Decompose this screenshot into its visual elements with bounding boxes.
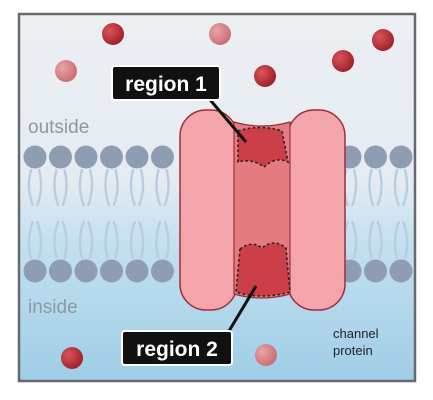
lipid-tail bbox=[402, 220, 409, 260]
lipid-tail bbox=[61, 220, 68, 260]
lipid-tail bbox=[27, 220, 34, 260]
lipid-head bbox=[389, 145, 413, 169]
lipid-tail bbox=[376, 220, 383, 260]
lipid-tail bbox=[138, 220, 145, 260]
lipid-tail bbox=[163, 220, 170, 260]
lipid-tail bbox=[155, 168, 162, 207]
region-2-pointer bbox=[224, 285, 258, 337]
lipid-tail bbox=[87, 168, 94, 207]
ion-dark bbox=[372, 29, 394, 51]
ion-dark bbox=[61, 347, 83, 369]
lipid-head bbox=[100, 259, 123, 283]
ion-dark bbox=[102, 23, 124, 45]
protein-left-subunit bbox=[179, 109, 238, 311]
lipid-tail bbox=[104, 168, 111, 207]
lipid-head bbox=[100, 145, 123, 169]
region-1-label: region 1 bbox=[111, 65, 221, 101]
lipid-head bbox=[23, 259, 47, 283]
lipid-head bbox=[125, 145, 149, 169]
lipid-tail bbox=[87, 220, 94, 260]
lipid-tail bbox=[36, 220, 43, 260]
inside-label: inside bbox=[28, 297, 78, 318]
lipid-tail bbox=[376, 168, 383, 207]
lipid-tail bbox=[27, 168, 34, 207]
lipid-head bbox=[151, 259, 174, 283]
region-2-text: region 2 bbox=[136, 338, 218, 361]
lipid-head bbox=[23, 145, 47, 169]
lipid-tail bbox=[402, 168, 409, 207]
lipid-head bbox=[49, 259, 72, 283]
lipid-tail bbox=[53, 220, 60, 260]
lipid-head bbox=[125, 259, 149, 283]
lipid-head bbox=[364, 259, 387, 283]
lipid-tail bbox=[138, 168, 145, 207]
lipid-tail bbox=[112, 220, 119, 260]
region-1-pointer bbox=[204, 94, 248, 143]
lipid-tail bbox=[78, 220, 85, 260]
ion-dark bbox=[332, 50, 354, 72]
lipid-tail bbox=[78, 168, 85, 207]
lipid-head bbox=[389, 259, 413, 283]
lipid-head bbox=[364, 145, 387, 169]
lipid-tail bbox=[393, 220, 400, 260]
lipid-tail bbox=[104, 220, 111, 260]
lipid-tail bbox=[129, 168, 136, 207]
lipid-tail bbox=[129, 220, 136, 260]
ion-light bbox=[209, 23, 231, 45]
ions bbox=[55, 23, 394, 369]
lipid-tail bbox=[112, 168, 119, 207]
ion-light bbox=[255, 344, 277, 366]
protein-right-subunit bbox=[287, 109, 346, 311]
lipid-head bbox=[74, 145, 98, 169]
lipid-tail bbox=[393, 168, 400, 207]
lipid-tail bbox=[351, 220, 358, 260]
region-2-label: region 2 bbox=[121, 330, 233, 366]
lipid-tail bbox=[351, 168, 358, 207]
outside-label: outside bbox=[28, 117, 89, 138]
lipid-tail bbox=[368, 168, 375, 207]
lipid-tail bbox=[61, 168, 68, 207]
lipid-tail bbox=[155, 220, 162, 260]
lipid-head bbox=[151, 145, 174, 169]
ion-dark bbox=[254, 65, 276, 87]
lipid-tail bbox=[368, 220, 375, 260]
region-1-text: region 1 bbox=[125, 73, 207, 96]
lipid-tail bbox=[36, 168, 43, 207]
lipid-head bbox=[49, 145, 72, 169]
channel-protein-label-line2: protein bbox=[333, 343, 373, 358]
region-pointers bbox=[204, 94, 258, 337]
lipid-tail bbox=[163, 168, 170, 207]
channel-protein bbox=[179, 109, 346, 311]
lipid-bilayer bbox=[23, 145, 413, 283]
frame bbox=[17, 12, 417, 383]
lipid-head bbox=[74, 259, 98, 283]
channel-protein-label-line1: channel bbox=[333, 326, 379, 341]
ion-light bbox=[55, 60, 77, 82]
region-2-pocket bbox=[235, 242, 291, 297]
region-1-pocket bbox=[237, 126, 290, 169]
lipid-tail bbox=[53, 168, 60, 207]
